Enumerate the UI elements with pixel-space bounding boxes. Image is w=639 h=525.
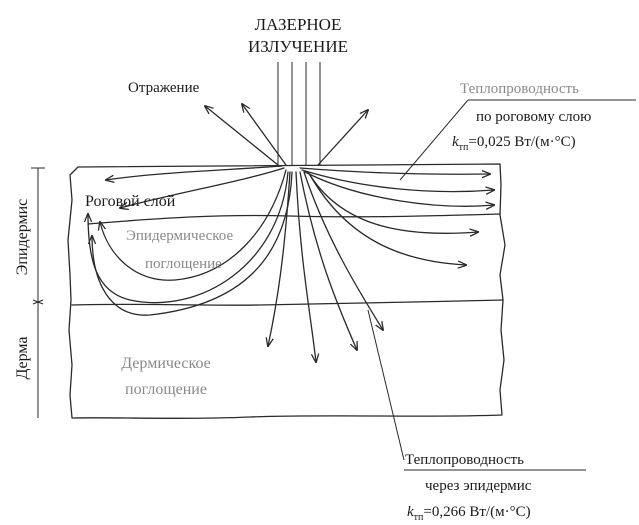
epidermal-absorption-label-line1: Эпидермическое [126,228,233,244]
dermal-absorption-label-line2: поглощение [125,381,207,398]
reflection-label: Отражение [128,80,200,96]
dermal-penetration-arrows [268,172,383,362]
bottom-conductivity-line2: через эпидермис [425,478,532,494]
top-conductivity-coefficient: kтп=0,025 Вт/(м·°С) [452,134,576,153]
dermis-label: Дерма [14,336,31,379]
layer-scale-bar [31,168,45,418]
epidermis-label: Эпидермис [14,199,31,275]
bottom-conductivity-leader [368,310,404,460]
top-conductivity-line1: Теплопроводность [460,81,579,97]
reflection-arrows [205,104,368,165]
laser-title-line2: ИЗЛУЧЕНИЕ [248,37,348,56]
dermal-absorption-label-line1: Дермическое [121,355,211,372]
top-conductivity-line2: по роговому слою [476,109,591,125]
epidermal-absorption-label-line2: поглощение [145,256,222,272]
laser-beam [278,62,320,165]
epidermis-conductivity-annotation: Теплопроводность через эпидермис kтп=0,2… [405,452,532,523]
bottom-conductivity-coefficient: kтп=0,266 Вт/(м·°С) [407,504,531,523]
stratum-corneum-label: Роговой слой [85,193,176,210]
laser-title-line1: ЛАЗЕРНОЕ [255,15,342,34]
bottom-conductivity-line1: Теплопроводность [405,452,524,468]
stratum-conductivity-annotation: Теплопроводность по роговому слою kтп=0,… [452,81,591,153]
stratum-corneum-boundary [88,214,500,224]
